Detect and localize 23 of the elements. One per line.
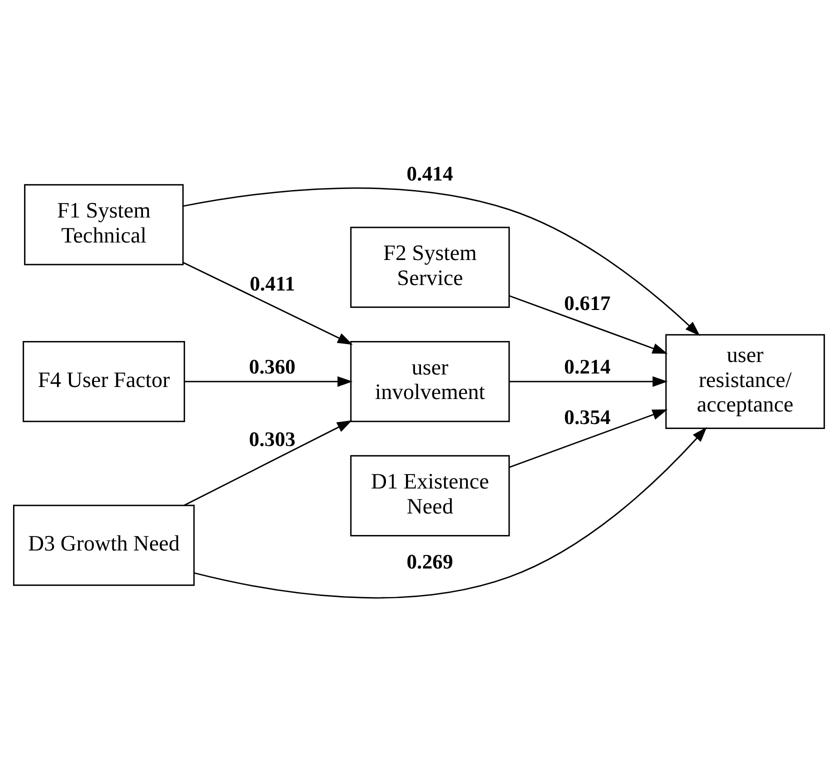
edge-label: 0.354 (564, 407, 611, 430)
arrow (509, 376, 668, 387)
node-box: D1 Existence Need (350, 455, 510, 536)
arrow (509, 295, 668, 354)
node-box: user involvement (350, 340, 510, 422)
arrow (194, 426, 707, 599)
edge-label: 0.360 (249, 356, 296, 378)
edge-label: 0.411 (250, 274, 296, 296)
node-box: F2 System Service (350, 226, 510, 308)
node-box: F1 System Technical (24, 184, 184, 266)
arrow (184, 420, 352, 506)
arrow (184, 376, 353, 387)
node-box: D3 Growth Need (13, 504, 195, 586)
edge-label: 0.617 (564, 292, 611, 315)
edge-label: 0.414 (406, 164, 454, 186)
edge-label: 0.269 (406, 552, 454, 574)
node-box: F4 User Factor (22, 340, 186, 422)
node-box: user resistance/ acceptance (665, 334, 825, 430)
edge-label: 0.303 (249, 429, 296, 452)
arrow (182, 262, 353, 345)
arrow (182, 187, 700, 336)
arrow (509, 409, 668, 468)
edge-label: 0.214 (564, 356, 611, 378)
